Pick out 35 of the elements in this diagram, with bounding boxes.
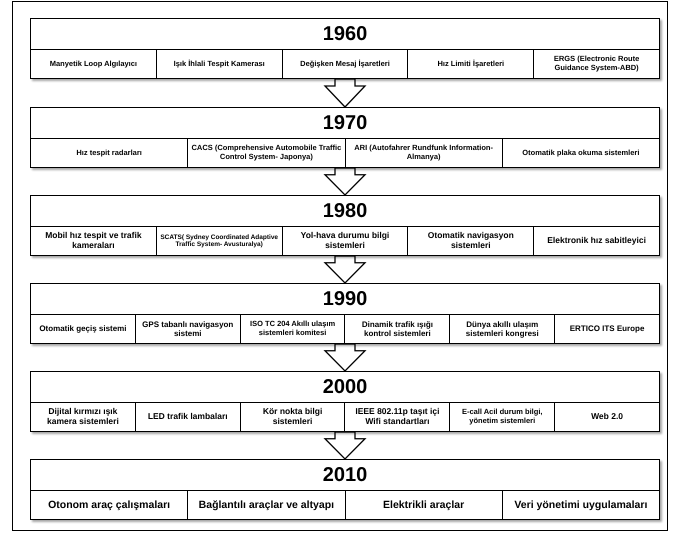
decade-title: 1990 — [322, 289, 368, 309]
block-arrow — [323, 255, 367, 284]
technology-label: Web 2.0 — [591, 412, 624, 422]
decade-title: 2000 — [322, 377, 368, 397]
technology-label: Elektronik hız sabitleyici — [547, 236, 646, 246]
block-arrow — [323, 343, 367, 372]
decade-band — [30, 107, 660, 168]
technology-label: Mobil hız tespit ve trafik kameraları — [44, 231, 143, 251]
decade-title: 1980 — [322, 201, 368, 221]
decade-band — [30, 283, 660, 344]
decade-band — [30, 371, 660, 432]
decade-title: 1960 — [322, 24, 368, 44]
block-arrow — [323, 167, 367, 196]
decade-title: 1970 — [322, 113, 368, 133]
technology-label: LED trafik lambaları — [148, 412, 228, 422]
technology-label: Otonom araç çalışmaları — [48, 498, 170, 512]
decade-band — [30, 18, 660, 79]
technology-label: Bağlantılı araçlar ve altyapı — [198, 498, 334, 512]
technology-label: ERTICO ITS Europe — [570, 324, 644, 334]
block-arrow — [323, 431, 367, 460]
technology-label: Otomatik navigasyon sistemleri — [426, 231, 515, 251]
technology-label: Dünya akıllı ulaşım sistemleri kongresi — [464, 320, 540, 338]
technology-label: Elektrikli araçlar — [383, 498, 464, 512]
technology-label: Veri yönetimi uygulamaları — [514, 498, 648, 512]
block-arrow — [323, 78, 367, 108]
technology-label: Otomatik geçiş sistemi — [39, 324, 126, 334]
decade-band — [30, 195, 660, 256]
technology-label: Yol-hava durumu bilgi sistemleri — [300, 231, 390, 251]
technology-label: IEEE 802.11p taşıt içi Wifi standartları — [354, 407, 440, 427]
technology-label: Kör nokta bilgi sistemleri — [262, 407, 324, 427]
technology-label: GPS tabanlı navigasyon sistemi — [141, 320, 234, 338]
technology-label: Dijital kırmızı ışık kamera sistemleri — [46, 407, 120, 427]
decade-band — [30, 459, 660, 520]
decade-title: 2010 — [322, 465, 368, 485]
technology-label: Dinamik trafik ışığı kontrol sistemleri — [360, 320, 434, 338]
